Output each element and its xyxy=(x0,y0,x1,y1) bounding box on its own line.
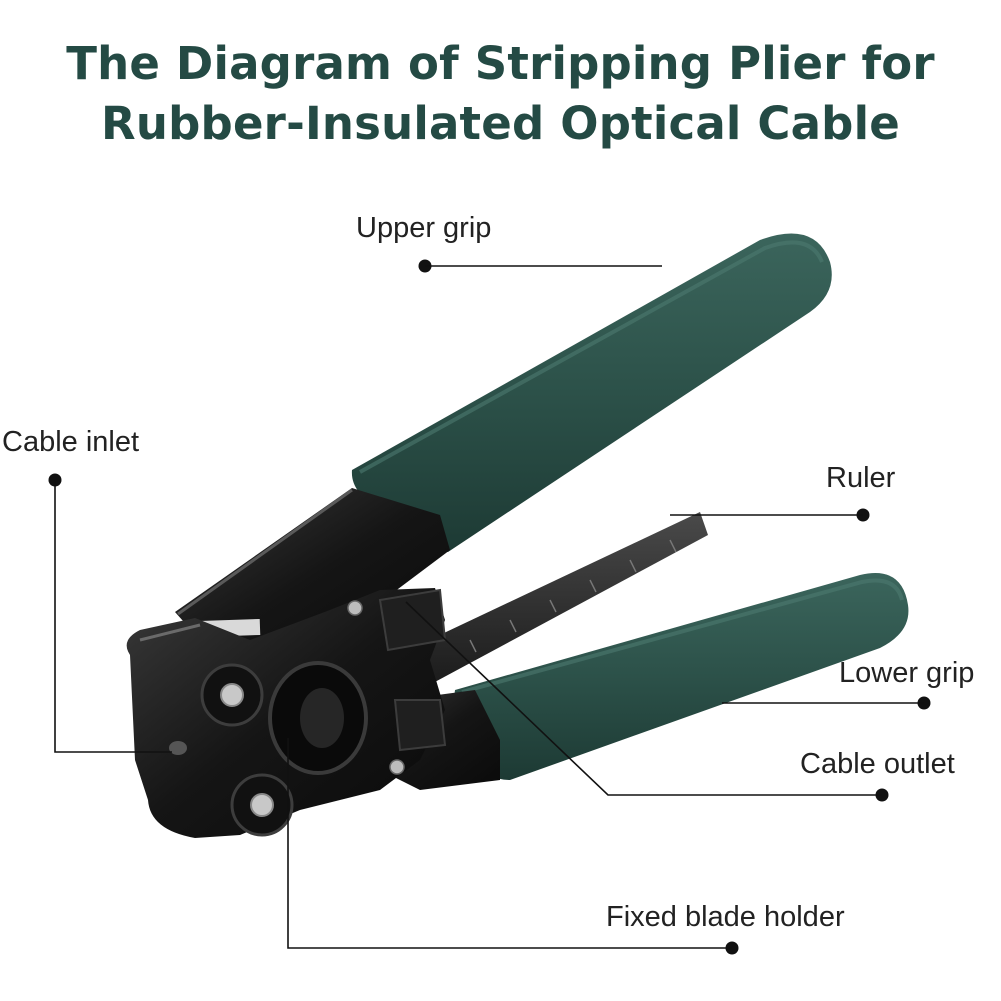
ruler xyxy=(408,512,708,690)
title-line-1: The Diagram of Stripping Plier for xyxy=(66,37,935,90)
leader-cable-inlet xyxy=(48,473,172,753)
leader-cable-outlet xyxy=(405,601,889,802)
lower-grip xyxy=(453,573,909,780)
leader-upper-grip xyxy=(418,259,662,273)
label-lower-grip: Lower grip xyxy=(839,657,975,689)
leader-ruler xyxy=(670,508,870,522)
label-cable-outlet: Cable outlet xyxy=(800,748,955,780)
title-line-2: Rubber-Insulated Optical Cable xyxy=(101,97,900,150)
upper-arm xyxy=(175,488,450,665)
label-fixed-blade-holder: Fixed blade holder xyxy=(606,901,845,933)
label-ruler: Ruler xyxy=(826,462,896,494)
label-cable-inlet: Cable inlet xyxy=(2,426,140,458)
plier-head xyxy=(126,588,447,838)
page-title: The Diagram of Stripping Plier for Rubbe… xyxy=(0,34,1001,154)
leader-lower-grip xyxy=(722,696,931,710)
label-upper-grip: Upper grip xyxy=(356,212,492,244)
leader-fixed-blade-holder xyxy=(287,738,739,955)
upper-grip xyxy=(351,233,832,552)
